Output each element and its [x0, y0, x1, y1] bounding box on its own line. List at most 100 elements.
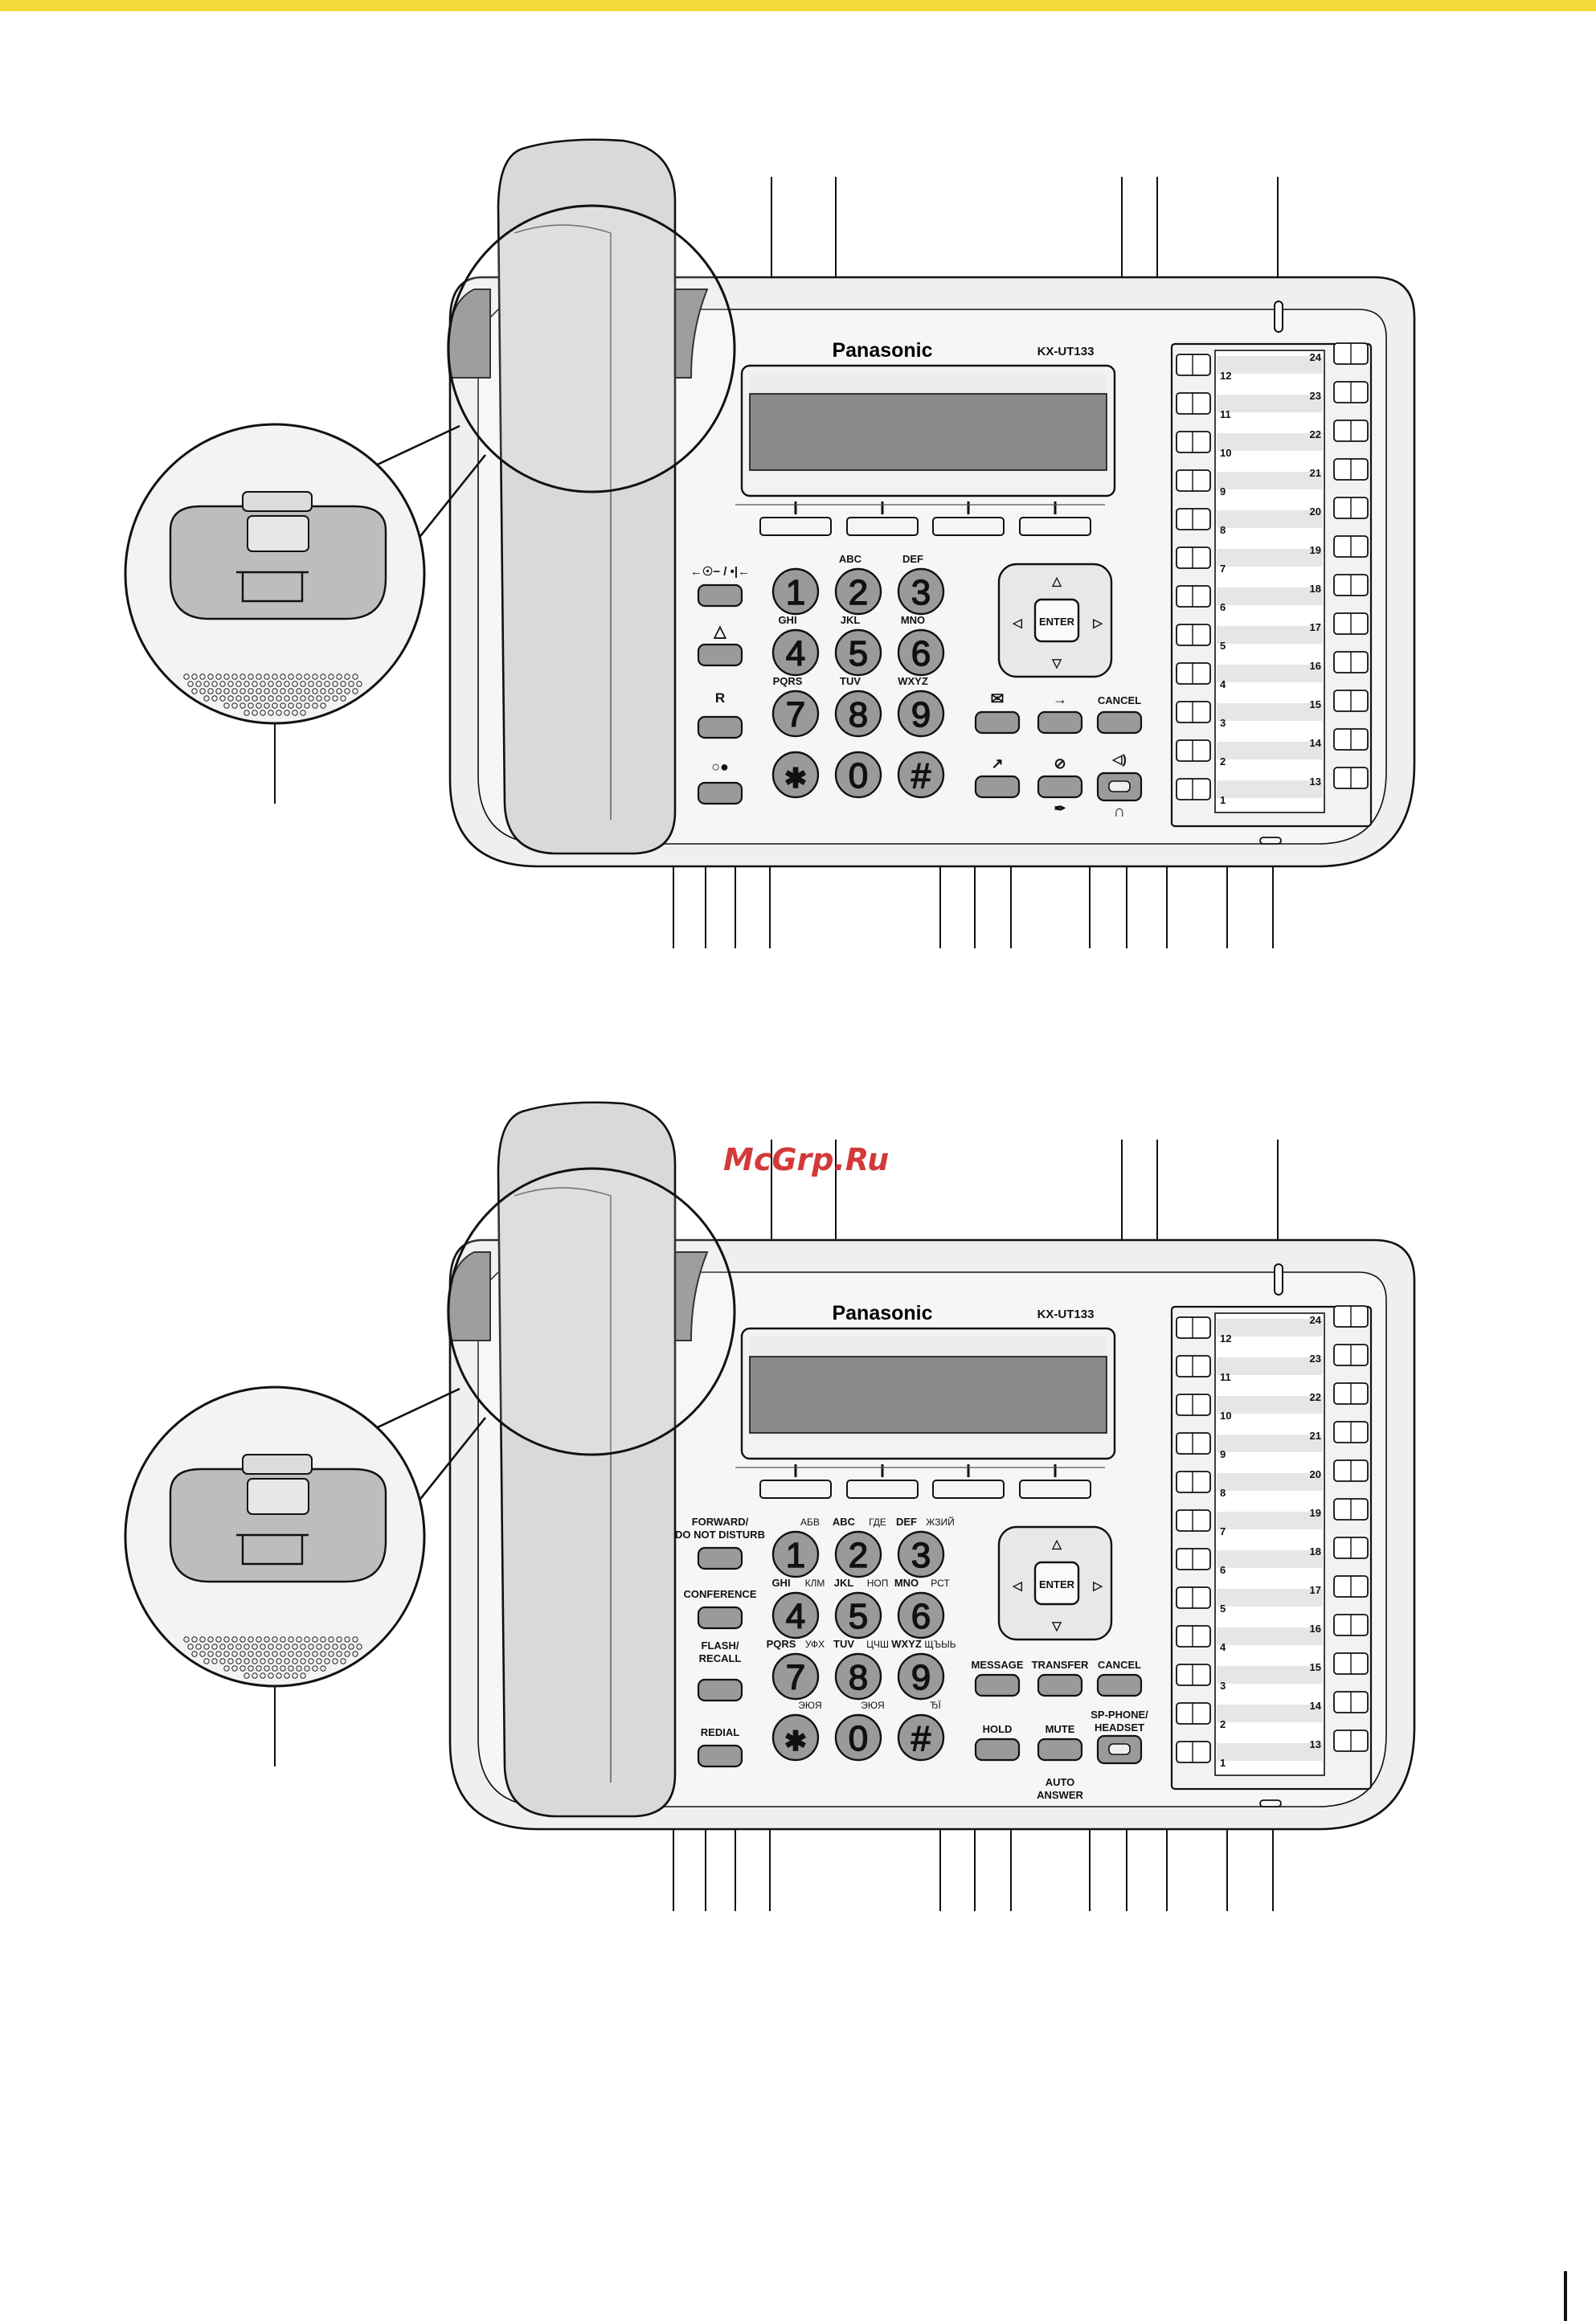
soft-key-4[interactable] — [1019, 1480, 1091, 1499]
dss-left-button[interactable] — [1176, 1316, 1211, 1339]
cancel-button[interactable] — [1096, 710, 1143, 735]
enter-button[interactable] — [1033, 598, 1080, 643]
left-function-button-1[interactable] — [697, 643, 743, 667]
speaker-grille-hole — [243, 695, 250, 702]
transfer-button[interactable] — [1037, 1673, 1083, 1697]
keypad-key-6[interactable] — [771, 1652, 820, 1701]
keypad-key-10[interactable] — [834, 1713, 882, 1762]
keypad-letters: MNO — [894, 1577, 919, 1589]
keypad-letters: TUV — [840, 675, 861, 687]
keypad-cyrillic: ЩЪЫЬ — [924, 1639, 956, 1650]
soft-key-4[interactable] — [1019, 517, 1091, 536]
keypad-key-2[interactable] — [897, 1530, 945, 1578]
keypad-key-7[interactable] — [834, 690, 882, 738]
left-function-button-2[interactable] — [697, 1678, 743, 1702]
mute-button[interactable] — [1037, 1738, 1083, 1762]
keypad-key-7[interactable] — [834, 1652, 882, 1701]
keypad-key-1[interactable] — [834, 567, 882, 616]
speaker-icon: ◁) — [1111, 753, 1127, 767]
soft-key-3[interactable] — [932, 517, 1005, 536]
keypad-key-0[interactable] — [771, 567, 820, 616]
message-button[interactable] — [974, 1673, 1021, 1697]
dss-left-button[interactable] — [1176, 392, 1211, 415]
dss-left-button[interactable] — [1176, 701, 1211, 723]
dss-left-button[interactable] — [1176, 1548, 1211, 1570]
dss-left-button[interactable] — [1176, 469, 1211, 492]
dss-left-button[interactable] — [1176, 662, 1211, 685]
keypad-key-9[interactable] — [771, 1713, 820, 1762]
dss-left-button[interactable] — [1176, 1625, 1211, 1648]
dss-left-button[interactable] — [1176, 624, 1211, 646]
hook-window — [247, 1478, 309, 1515]
hold-button[interactable] — [974, 1738, 1021, 1762]
soft-key-1[interactable] — [759, 517, 832, 536]
speaker-grille-hole — [215, 1651, 222, 1657]
speaker-grille-hole — [324, 1658, 330, 1664]
hook-switch — [236, 571, 309, 603]
keypad-letters: PQRS — [767, 1638, 796, 1650]
keypad-key-11[interactable] — [897, 1713, 945, 1762]
dss-left-button[interactable] — [1176, 431, 1211, 453]
speaker-grille-hole — [260, 710, 266, 716]
keypad-key-4[interactable] — [834, 628, 882, 677]
speaker-grille-hole — [183, 673, 190, 680]
dss-left-button[interactable] — [1176, 1702, 1211, 1725]
soft-key-1[interactable] — [759, 1480, 832, 1499]
speaker-grille-hole — [256, 702, 262, 709]
dss-left-number: 2 — [1220, 1718, 1226, 1730]
keypad-key-0[interactable] — [771, 1530, 820, 1578]
left-function-button-0[interactable] — [697, 583, 743, 608]
dss-left-number: 1 — [1220, 1757, 1226, 1769]
dss-left-button[interactable] — [1176, 546, 1211, 569]
dss-left-button[interactable] — [1176, 1355, 1211, 1377]
enter-button[interactable] — [1033, 1561, 1080, 1606]
keypad-key-3[interactable] — [771, 1591, 820, 1639]
dss-left-button[interactable] — [1176, 778, 1211, 800]
keypad-key-5[interactable] — [897, 1591, 945, 1639]
speaker-grille-hole — [235, 1644, 242, 1650]
keypad-key-5[interactable] — [897, 628, 945, 677]
dss-left-button[interactable] — [1176, 1509, 1211, 1532]
dss-left-button[interactable] — [1176, 1586, 1211, 1609]
dss-left-button[interactable] — [1176, 1432, 1211, 1455]
soft-key-2[interactable] — [846, 517, 919, 536]
left-function-button-0[interactable] — [697, 1546, 743, 1570]
soft-key-3[interactable] — [932, 1480, 1005, 1499]
dss-left-button[interactable] — [1176, 739, 1211, 762]
left-function-button-1[interactable] — [697, 1606, 743, 1630]
keypad-key-8[interactable] — [897, 1652, 945, 1701]
soft-key-2[interactable] — [846, 1480, 919, 1499]
dss-left-button[interactable] — [1176, 1741, 1211, 1763]
keypad-key-10[interactable] — [834, 751, 882, 799]
nav-right-icon: ▷ — [1092, 616, 1103, 630]
keypad-key-11[interactable] — [897, 751, 945, 799]
left-function-button-2[interactable] — [697, 715, 743, 739]
keypad-key-9[interactable] — [771, 751, 820, 799]
left-function-button-3[interactable] — [697, 1744, 743, 1768]
keypad-key-2[interactable] — [897, 567, 945, 616]
keypad-key-8[interactable] — [897, 690, 945, 738]
dss-left-button[interactable] — [1176, 1664, 1211, 1686]
message-button[interactable] — [974, 710, 1021, 735]
keypad-digit: 3 — [911, 1536, 931, 1575]
keypad-key-6[interactable] — [771, 690, 820, 738]
speaker-grille-hole — [260, 1658, 266, 1664]
keypad-key-4[interactable] — [834, 1591, 882, 1639]
redial-label: REDIAL — [701, 1726, 739, 1738]
cancel-button[interactable] — [1096, 1673, 1143, 1697]
dss-left-button[interactable] — [1176, 508, 1211, 530]
left-function-button-3[interactable] — [697, 781, 743, 805]
transfer-button[interactable] — [1037, 710, 1083, 735]
speaker-grille-hole — [332, 1658, 338, 1664]
hold-button[interactable] — [974, 775, 1021, 799]
mute-button[interactable] — [1037, 775, 1083, 799]
dss-left-button[interactable] — [1176, 1471, 1211, 1493]
sp-phone-label: SP-PHONE/ — [1091, 1709, 1148, 1721]
keypad-cyrillic: ЖЗИЙ — [926, 1516, 954, 1528]
dss-left-button[interactable] — [1176, 585, 1211, 608]
keypad-key-1[interactable] — [834, 1530, 882, 1578]
dss-left-button[interactable] — [1176, 354, 1211, 376]
speaker-grille-hole — [344, 673, 350, 680]
keypad-key-3[interactable] — [771, 628, 820, 677]
dss-left-button[interactable] — [1176, 1394, 1211, 1416]
